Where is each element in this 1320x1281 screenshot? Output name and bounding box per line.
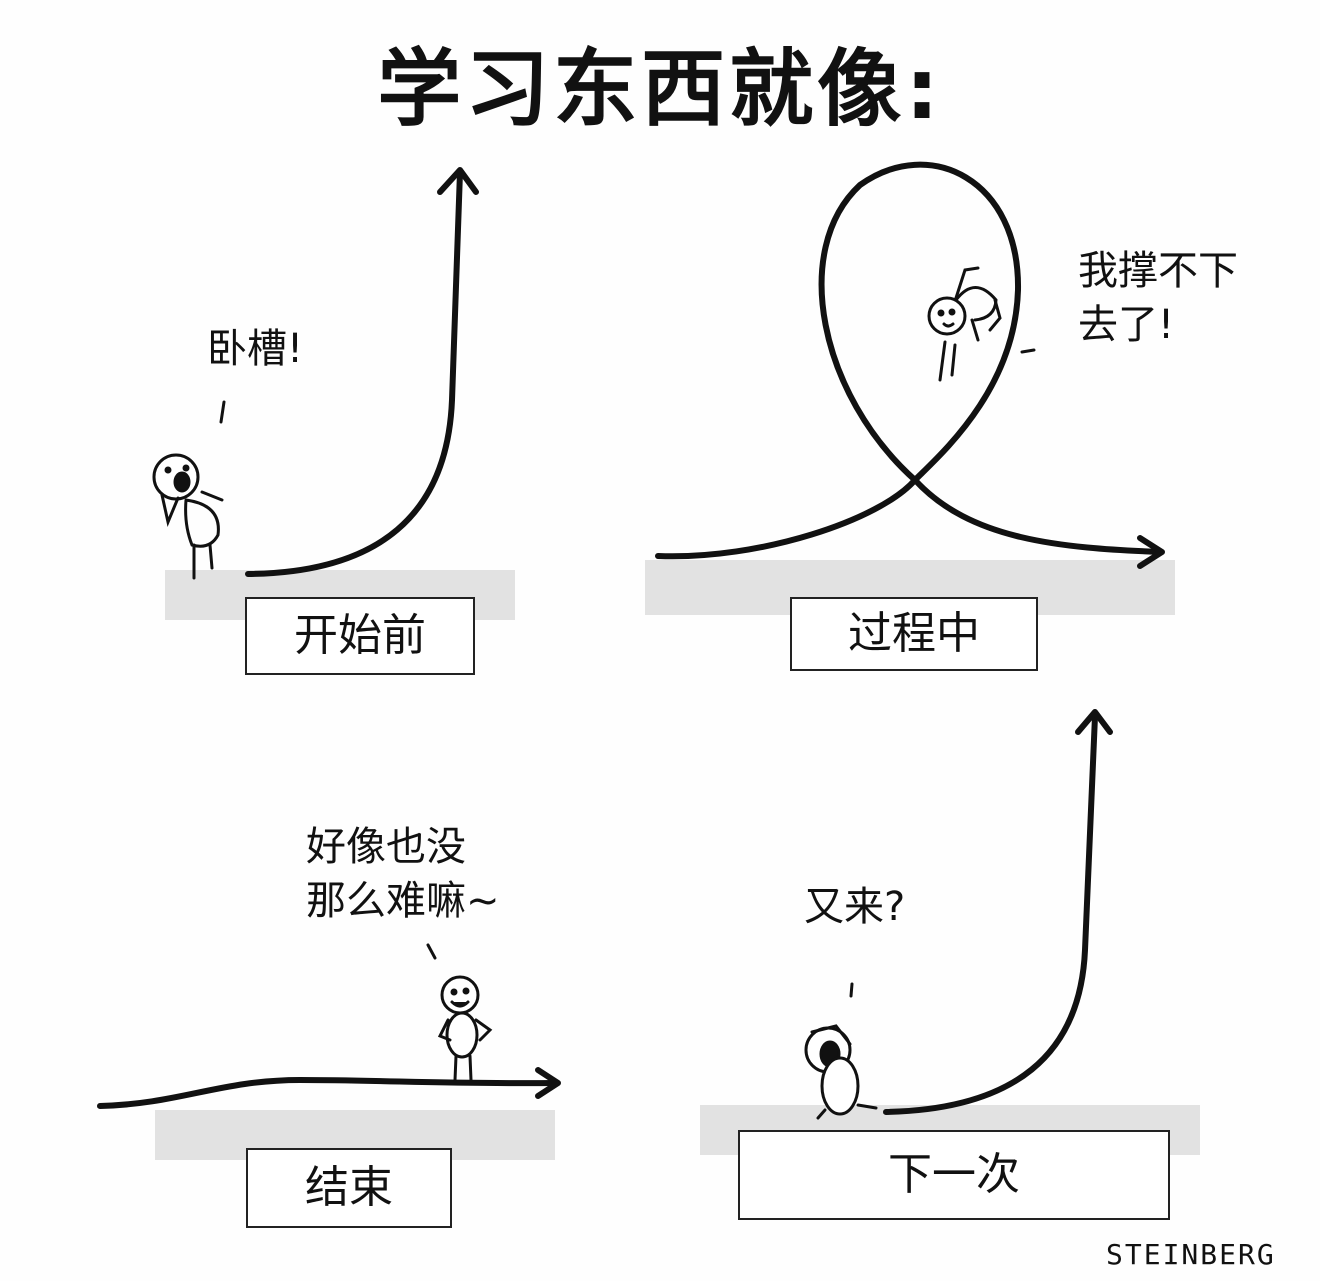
label-next: 下一次 [738,1130,1170,1220]
speech-during: 我撑不下 去了! [1078,244,1238,352]
character-screaming [804,982,878,1120]
character-surprised [152,400,226,580]
curve-end-arrow [97,1067,561,1109]
curve-start-arrow [245,167,479,577]
speech-end-line2: 那么难嘛~ [306,878,500,924]
character-falling [927,266,1036,382]
speech-start: 卧槽! [207,326,304,372]
label-during: 过程中 [790,597,1038,671]
page-title: 学习东西就像: [377,40,943,138]
label-start: 开始前 [245,597,475,675]
speech-end: 好像也没 那么难嘛~ [306,820,500,928]
speech-next: 又来? [804,884,906,930]
character-relaxed [426,943,493,1082]
curve-loop-arrow [655,161,1165,569]
speech-end-line1: 好像也没 [306,824,466,870]
curve-next-arrow [883,709,1113,1115]
speech-during-line1: 我撑不下 [1078,248,1238,294]
label-end: 结束 [246,1148,452,1228]
artist-signature: STEINBERG [1106,1238,1276,1271]
speech-during-line2: 去了! [1078,302,1175,348]
